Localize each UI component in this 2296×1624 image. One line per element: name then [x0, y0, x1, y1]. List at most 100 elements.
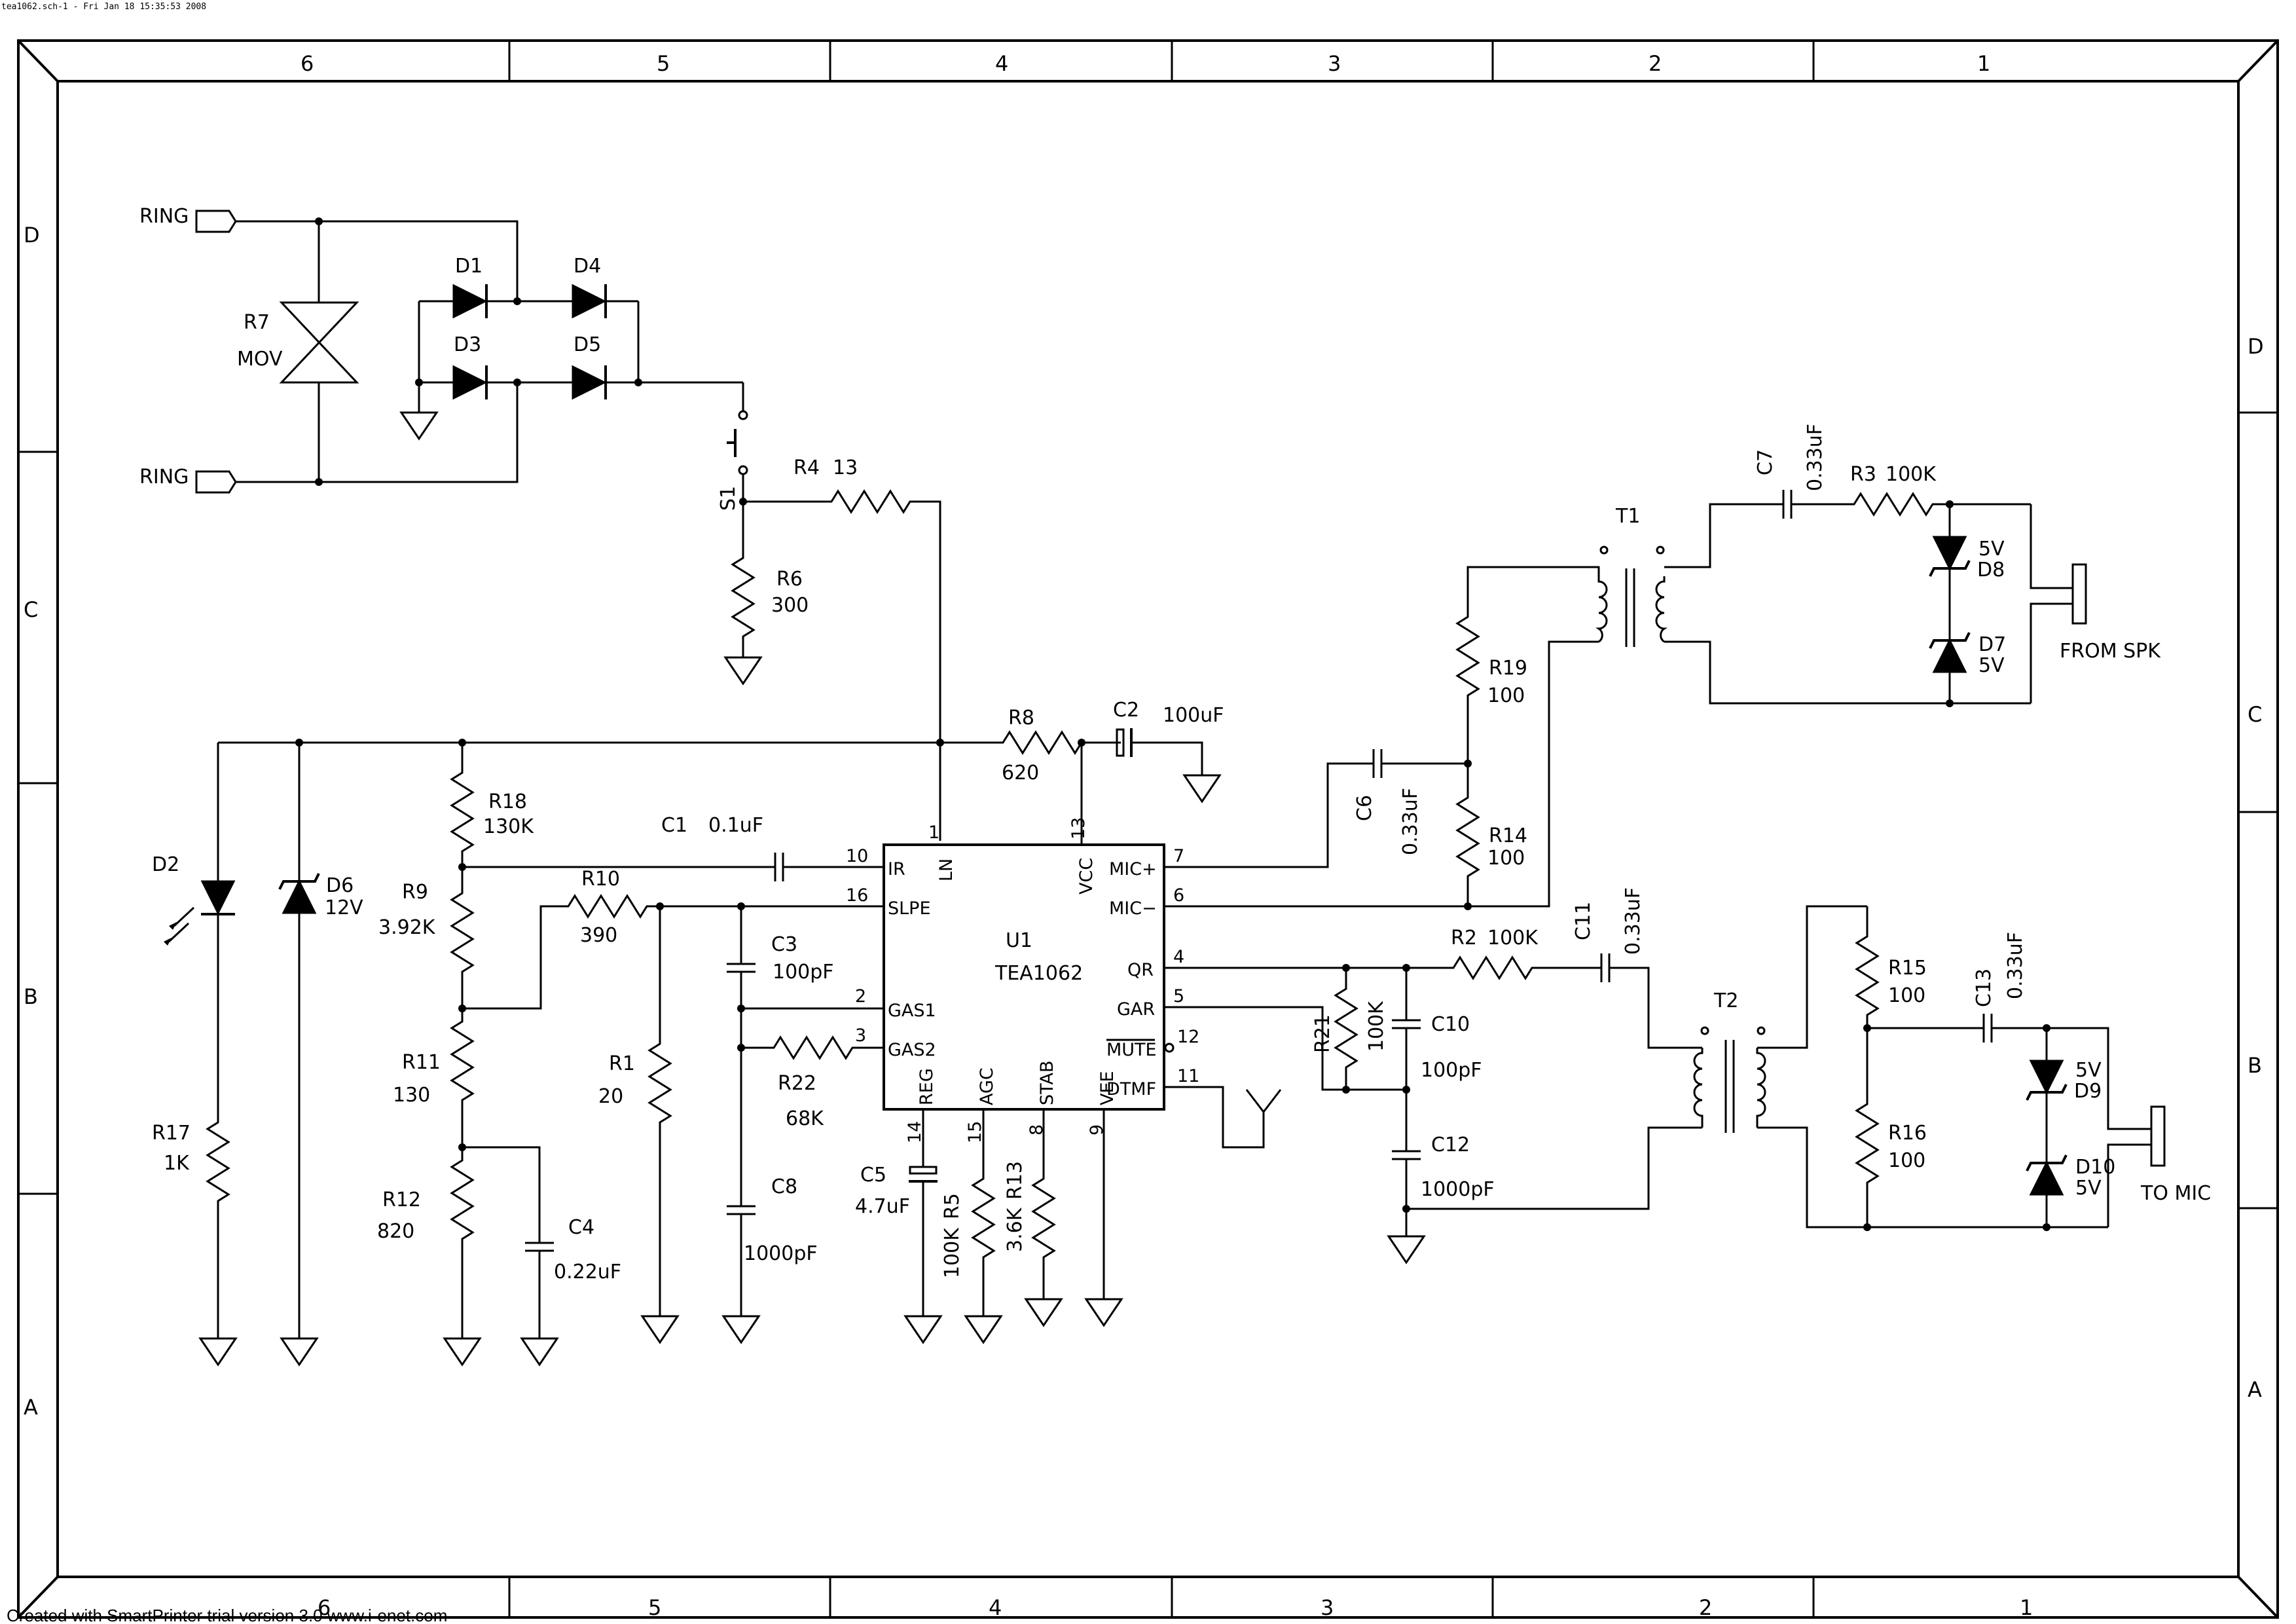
- svg-text:R2: R2: [1451, 927, 1477, 950]
- D5-label: D5: [574, 333, 601, 356]
- resistor-R19: R19 100: [1456, 566, 1600, 764]
- resistor-R5: R5 100K: [941, 1109, 1002, 1344]
- col-label-top: 4: [995, 51, 1008, 76]
- resistor-R16: R16 100: [1855, 1090, 1927, 1227]
- row-label-right: D: [2248, 334, 2264, 359]
- svg-text:130: 130: [393, 1084, 430, 1107]
- zener-D6: D6 12V: [278, 743, 363, 1366]
- svg-text:C2: C2: [1113, 699, 1139, 722]
- switch-S1: S1: [717, 382, 748, 511]
- resistor-R21: R21 100K: [1311, 968, 1388, 1090]
- svg-text:4: 4: [1173, 947, 1184, 967]
- resistor-R12: R12 820: [377, 1146, 481, 1366]
- svg-text:620: 620: [1002, 762, 1039, 784]
- svg-text:5V: 5V: [2075, 1059, 2102, 1082]
- svg-text:C3: C3: [771, 933, 797, 956]
- svg-text:D8: D8: [1977, 559, 2005, 581]
- svg-text:R14: R14: [1489, 824, 1527, 847]
- col-label-bottom: 5: [648, 1595, 661, 1620]
- svg-text:STAB: STAB: [1037, 1060, 1057, 1105]
- svg-text:0.33uF: 0.33uF: [1622, 887, 1645, 955]
- svg-text:C1: C1: [661, 814, 687, 837]
- ground-vee: [1085, 1109, 1123, 1327]
- svg-text:100pF: 100pF: [773, 961, 834, 984]
- svg-text:10: 10: [846, 846, 868, 866]
- capacitor-C1: C1 0.1uF: [462, 814, 884, 883]
- led-D2: D2: [152, 743, 236, 1109]
- svg-text:D6: D6: [326, 874, 354, 897]
- col-label-bottom: 2: [1699, 1595, 1712, 1620]
- capacitor-C8: C8 1000pF: [722, 1175, 818, 1344]
- svg-text:100: 100: [1888, 1149, 1925, 1172]
- svg-text:3: 3: [855, 1025, 866, 1046]
- transformer-T1: T1: [1595, 505, 1667, 647]
- col-label-bottom: 1: [2020, 1595, 2033, 1620]
- svg-text:S1: S1: [717, 486, 740, 511]
- svg-text:MUTE: MUTE: [1106, 1040, 1157, 1060]
- row-label-left: C: [24, 597, 38, 622]
- resistor-R4: R4 13: [743, 456, 941, 841]
- svg-text:RING: RING: [139, 466, 189, 489]
- zener-D9: 5V D9: [2026, 1028, 2102, 1129]
- svg-text:0.33uF: 0.33uF: [2004, 932, 2027, 999]
- capacitor-C4: C4 0.22uF: [462, 1146, 621, 1366]
- svg-text:C6: C6: [1353, 795, 1376, 821]
- svg-text:1K: 1K: [164, 1152, 190, 1175]
- svg-text:R16: R16: [1888, 1122, 1927, 1145]
- svg-text:C7: C7: [1754, 449, 1777, 475]
- row-label-left: B: [24, 984, 38, 1009]
- svg-text:5V: 5V: [1978, 654, 2005, 677]
- D4-label: D4: [574, 255, 601, 278]
- svg-text:R15: R15: [1888, 957, 1927, 980]
- svg-text:R21: R21: [1311, 1014, 1334, 1053]
- col-label-top: 6: [301, 51, 314, 76]
- svg-text:R4: R4: [793, 456, 820, 479]
- capacitor-C12: C12 1000pF: [1387, 1129, 1495, 1264]
- capacitor-C13: C13 0.33uF: [1867, 932, 2047, 1044]
- svg-text:RING: RING: [139, 205, 189, 228]
- svg-text:12: 12: [1177, 1027, 1199, 1047]
- capacitor-C5: C5 4.7uF: [855, 1109, 942, 1344]
- resistor-R11: R11 130: [393, 1007, 474, 1147]
- svg-text:IR: IR: [888, 859, 905, 879]
- svg-text:100: 100: [1888, 984, 1925, 1007]
- svg-text:R22: R22: [778, 1072, 816, 1095]
- row-label-left: A: [24, 1395, 38, 1420]
- svg-text:C8: C8: [771, 1175, 797, 1198]
- D1-label: D1: [455, 255, 483, 278]
- svg-text:130K: 130K: [483, 815, 534, 838]
- zener-D7: D7 5V: [1929, 632, 2006, 703]
- resistor-R6: R6 300: [724, 502, 809, 685]
- svg-text:R9: R9: [402, 881, 428, 904]
- svg-text:D7: D7: [1978, 633, 2006, 656]
- speaker-port: FROM SPK: [2030, 504, 2161, 703]
- svg-text:3.6K: 3.6K: [1004, 1207, 1027, 1252]
- resistor-R13: R13 3.6K: [1004, 1109, 1063, 1327]
- svg-text:MIC−: MIC−: [1109, 898, 1157, 919]
- svg-text:11: 11: [1177, 1066, 1199, 1086]
- svg-text:GAS1: GAS1: [888, 1001, 936, 1021]
- resistor-R18: R18 130K: [450, 743, 534, 880]
- svg-text:R10: R10: [581, 868, 620, 891]
- svg-text:R6: R6: [776, 568, 803, 591]
- svg-text:68K: 68K: [786, 1107, 824, 1130]
- svg-text:100uF: 100uF: [1163, 704, 1224, 727]
- col-label-top: 5: [657, 51, 670, 76]
- col-label-bottom: 6: [318, 1595, 331, 1620]
- svg-text:5V: 5V: [2075, 1177, 2102, 1200]
- resistor-R22: R22 68K: [741, 1036, 884, 1130]
- capacitor-C10: C10 100pF: [1391, 968, 1482, 1130]
- svg-text:C4: C4: [568, 1216, 594, 1239]
- drawing-frame: [17, 39, 2279, 1619]
- svg-text:R3: R3: [1850, 463, 1876, 486]
- capacitor-C2: C2 100uF: [1095, 699, 1224, 803]
- svg-text:D9: D9: [2074, 1080, 2102, 1103]
- resistor-R2: R2 100K: [1439, 927, 1580, 980]
- svg-text:GAS2: GAS2: [888, 1040, 936, 1060]
- svg-text:R1: R1: [609, 1052, 635, 1075]
- col-label-top: 3: [1328, 51, 1341, 76]
- svg-text:0.1uF: 0.1uF: [708, 814, 763, 837]
- capacitor-C3: C3 100pF: [725, 906, 834, 1185]
- svg-text:100K: 100K: [1365, 1001, 1388, 1052]
- D3-label: D3: [454, 333, 481, 356]
